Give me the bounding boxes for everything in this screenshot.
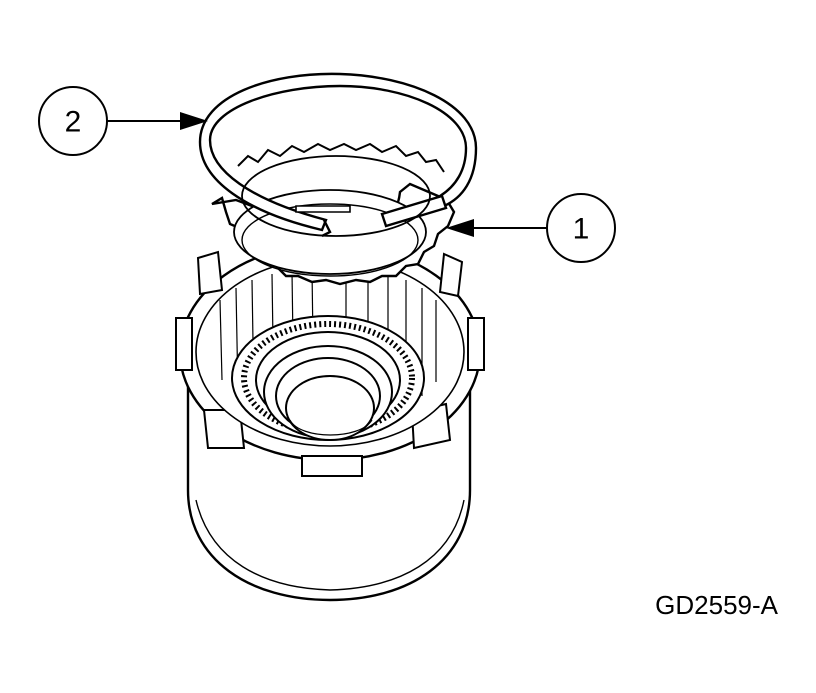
snap-ring-band <box>198 72 478 232</box>
callout-2-label: 2 <box>65 106 82 139</box>
clutch-plate-bore <box>241 203 419 277</box>
snap-ring <box>198 72 478 238</box>
hub-bore-shadow <box>289 419 373 436</box>
drum-bottom-band <box>195 499 465 591</box>
callout-1-arrowhead <box>446 219 474 237</box>
figure-id: GD2559-A <box>655 590 778 620</box>
hub-bore <box>285 375 375 441</box>
friction-plate-tab <box>295 205 351 213</box>
friction-plate-inner <box>241 155 431 237</box>
callout-2-arrowhead <box>180 112 208 130</box>
snap-ring-end-right <box>380 194 448 228</box>
friction-plate-teeth <box>237 142 445 173</box>
callout-1-label: 1 <box>573 213 590 246</box>
bearing-rollers <box>241 321 415 435</box>
snap-ring-end-left <box>321 219 332 238</box>
callout-1: 1 <box>446 193 616 263</box>
inner-bearing-assembly <box>231 315 425 441</box>
callout-2: 2 <box>38 86 208 156</box>
